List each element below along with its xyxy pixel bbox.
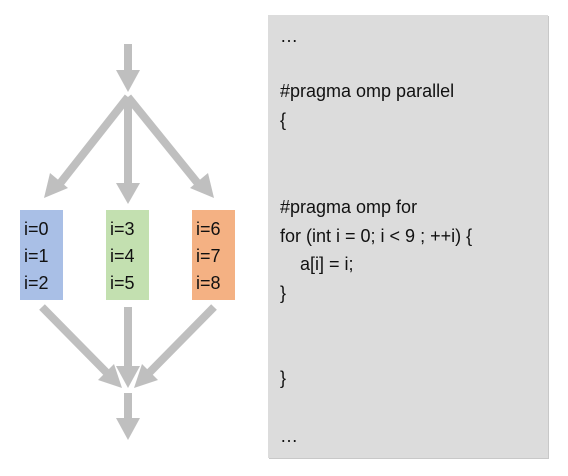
code-line-ellipsis-bottom: … <box>280 426 298 446</box>
code-line-pragma-for: #pragma omp for <box>280 197 418 217</box>
iteration-label: i=8 <box>196 272 221 293</box>
code-line-pragma-parallel: #pragma omp parallel <box>280 81 455 101</box>
join-arrowhead-middle <box>116 366 140 388</box>
code-line-for-loop: for (int i = 0; i < 9 ; ++i) { <box>280 226 473 246</box>
iteration-label: i=5 <box>110 272 135 293</box>
iteration-label: i=4 <box>110 245 135 266</box>
join-arrow-right <box>145 304 217 377</box>
iteration-label: i=0 <box>24 218 49 239</box>
iteration-label: i=6 <box>196 218 221 239</box>
entry-arrowhead <box>116 70 140 92</box>
exit-arrowhead <box>116 418 140 440</box>
fork-arrowhead-left <box>44 173 68 198</box>
iteration-label: i=1 <box>24 245 49 266</box>
iteration-label: i=2 <box>24 272 49 293</box>
fork-arrow-left <box>54 94 132 189</box>
thread-block-1: i=0 i=1 i=2 <box>20 210 63 300</box>
thread-block-3: i=6 i=7 i=8 <box>192 210 235 300</box>
iteration-label: i=3 <box>110 218 135 239</box>
code-panel: … #pragma omp parallel { #pragma omp for… <box>268 15 548 458</box>
fork-arrow-right <box>124 94 204 189</box>
thread-block-2: i=3 i=4 i=5 <box>106 210 149 300</box>
fork-arrowhead-middle <box>116 183 140 204</box>
code-line-open-brace: { <box>280 110 287 130</box>
code-line-loop-body: a[i] = i; <box>280 254 354 274</box>
iteration-label: i=7 <box>196 245 221 266</box>
join-arrowhead-right <box>134 364 158 388</box>
join-arrowhead-left <box>98 364 122 388</box>
code-line-ellipsis-top: … <box>280 26 298 46</box>
fork-join-diagram <box>39 44 217 440</box>
code-line-close-parallel: } <box>280 368 287 388</box>
fork-arrowhead-right <box>190 173 214 198</box>
code-line-close-loop: } <box>280 283 287 303</box>
join-arrow-left <box>39 304 111 377</box>
